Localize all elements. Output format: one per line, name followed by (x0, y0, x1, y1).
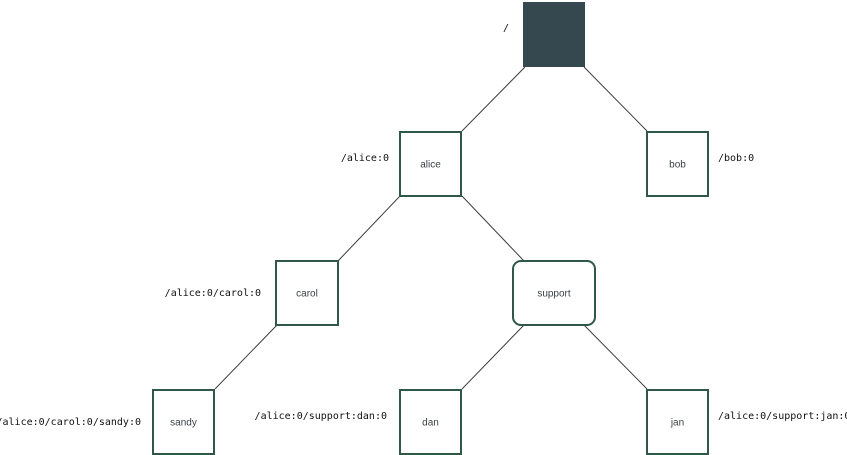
root-node[interactable]: / (503, 2, 585, 67)
node-alice-label: alice (420, 160, 441, 171)
node-jan-label: jan (670, 418, 684, 429)
edge-support-dan (461, 324, 525, 390)
node-bob[interactable]: bob /bob:0 (646, 131, 754, 197)
edge-root-bob (583, 66, 648, 132)
node-dan-path: /alice:0/support:dan:0 (255, 411, 387, 422)
node-carol-path: /alice:0/carol:0 (165, 288, 261, 299)
node-support-label: support (537, 289, 571, 300)
node-carol-label: carol (296, 289, 318, 300)
node-jan-box[interactable] (646, 389, 709, 455)
node-support[interactable]: support (512, 260, 596, 326)
node-carol[interactable]: carol /alice:0/carol:0 (165, 260, 339, 326)
node-support-box[interactable] (512, 260, 596, 326)
node-bob-label: bob (669, 160, 686, 171)
node-jan-path: /alice:0/support:jan:0 (718, 411, 847, 422)
node-sandy-box[interactable] (152, 389, 215, 455)
node-bob-box[interactable] (646, 131, 709, 197)
root-box[interactable] (523, 2, 585, 67)
node-alice[interactable]: alice /alice:0 (341, 131, 462, 197)
node-dan-box[interactable] (399, 389, 462, 455)
edges (214, 66, 648, 390)
node-carol-box[interactable] (275, 260, 339, 326)
edge-alice-carol (337, 195, 401, 262)
node-sandy[interactable]: sandy /alice:0/carol:0/sandy:0 (0, 389, 215, 455)
node-bob-path: /bob:0 (718, 153, 754, 164)
edge-alice-support (461, 195, 525, 262)
node-dan-label: dan (422, 418, 439, 429)
edge-root-alice (461, 66, 526, 132)
node-jan[interactable]: jan /alice:0/support:jan:0 (646, 389, 847, 455)
edge-support-jan (583, 324, 648, 390)
node-dan[interactable]: dan /alice:0/support:dan:0 (255, 389, 462, 455)
node-sandy-label: sandy (170, 418, 197, 429)
node-alice-box[interactable] (399, 131, 462, 197)
node-sandy-path: /alice:0/carol:0/sandy:0 (0, 417, 141, 428)
edge-carol-sandy (214, 324, 278, 390)
node-alice-path: /alice:0 (341, 153, 389, 164)
root-path-label: / (503, 23, 509, 34)
